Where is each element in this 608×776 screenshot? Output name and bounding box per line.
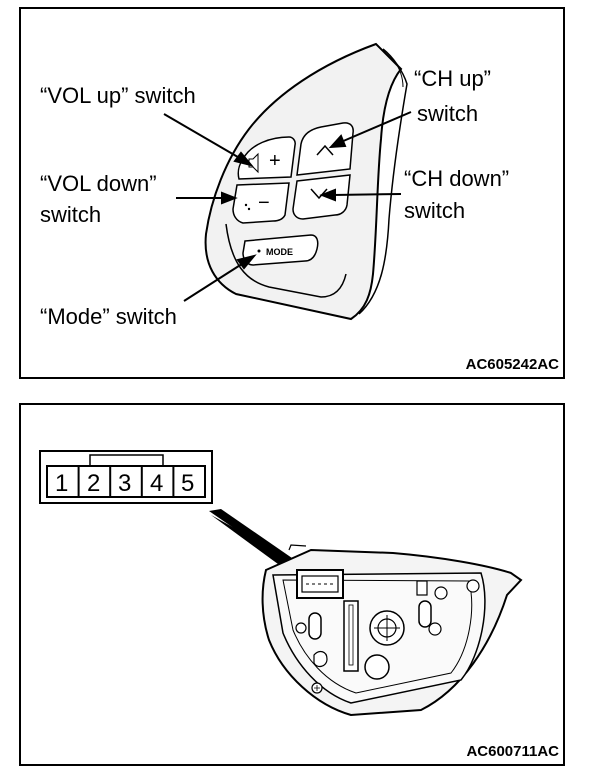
chevron-up-icon — [316, 144, 334, 156]
switch-rear-illustration: 1 2 3 4 5 — [39, 450, 523, 717]
mode-label: “Mode” switch — [40, 304, 177, 329]
pin-3: 3 — [118, 470, 131, 497]
switch-location-panel: + − MODE — [19, 7, 565, 379]
vol-down-label-line2: switch — [40, 202, 102, 227]
pin-4: 4 — [150, 470, 163, 497]
vol-up-button[interactable]: + — [237, 136, 296, 180]
mode-button-text: MODE — [266, 247, 293, 257]
connector-location-panel: 1 2 3 4 5 — [19, 403, 565, 766]
vol-down-button[interactable]: − — [232, 182, 290, 224]
connector-face-diagram: 1 2 3 4 5 — [39, 450, 213, 504]
figure-ref-code-bottom: AC600711AC — [466, 743, 559, 760]
vol-down-label-line1: “VOL down” — [40, 171, 157, 196]
pin-1: 1 — [55, 470, 68, 497]
ch-up-label-line2: switch — [417, 101, 479, 126]
vol-plus-glyph: + — [269, 150, 281, 172]
leader-arrows — [163, 111, 412, 302]
figure-ref-code: AC605242AC — [465, 356, 559, 373]
pin-5: 5 — [181, 470, 194, 497]
chevron-down-icon — [310, 188, 328, 200]
connector-lock-tab — [89, 454, 164, 466]
ch-down-button[interactable] — [292, 174, 351, 220]
switch-rear-housing — [261, 544, 523, 717]
ch-up-button[interactable] — [296, 122, 354, 176]
ch-down-label-line1: “CH down” — [404, 166, 510, 191]
ch-up-label-line1: “CH up” — [414, 66, 492, 91]
mode-button[interactable]: MODE — [242, 234, 319, 266]
vol-up-label: “VOL up” switch — [40, 83, 196, 108]
steering-switch-illustration: + − MODE — [163, 42, 412, 321]
pointer-arrow — [211, 515, 301, 575]
vol-minus-glyph: − — [258, 192, 270, 214]
ch-down-label-line2: switch — [404, 198, 466, 223]
pin-2: 2 — [87, 470, 100, 497]
speaker-icon — [248, 152, 259, 174]
